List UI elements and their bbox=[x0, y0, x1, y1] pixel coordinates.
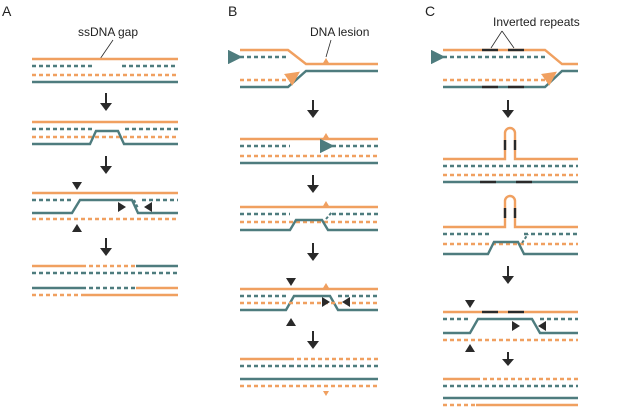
panel-b-step-3 bbox=[240, 201, 378, 232]
panel-letter-c: C bbox=[425, 3, 435, 19]
down-arrow bbox=[100, 238, 112, 256]
down-arrow bbox=[307, 331, 319, 349]
panel-c-step-2 bbox=[443, 126, 578, 184]
down-arrow bbox=[307, 243, 319, 261]
panel-a-step-2 bbox=[32, 120, 178, 146]
lesion-marker-icon bbox=[323, 133, 329, 138]
down-arrow bbox=[307, 100, 319, 118]
lesion-marker-icon bbox=[323, 58, 329, 63]
panel-b-step-4 bbox=[240, 278, 378, 326]
down-arrow bbox=[100, 93, 112, 111]
label-dna-lesion: DNA lesion bbox=[310, 25, 369, 39]
panel-a-step-4 bbox=[32, 264, 178, 297]
label-ssdna-gap: ssDNA gap bbox=[78, 25, 138, 39]
down-arrow bbox=[100, 156, 112, 174]
cut-marker-icon bbox=[322, 297, 330, 307]
panel-letter-b: B bbox=[228, 3, 237, 19]
down-arrow bbox=[502, 266, 514, 284]
label-pointer bbox=[325, 39, 332, 58]
label-inverted-repeats: Inverted repeats bbox=[493, 15, 580, 29]
panel-a-step-3 bbox=[32, 182, 178, 232]
cut-marker-icon bbox=[72, 224, 82, 232]
cut-marker-icon bbox=[465, 300, 475, 308]
cut-marker-icon bbox=[72, 182, 82, 190]
lesion-marker-icon bbox=[323, 201, 329, 206]
down-arrow bbox=[502, 100, 514, 118]
lesion-marker-icon bbox=[323, 283, 329, 288]
cut-marker-icon bbox=[286, 318, 296, 326]
panel-c-step-1 bbox=[431, 48, 578, 89]
panel-b-step-2 bbox=[240, 133, 378, 165]
panel-c-step-4 bbox=[443, 300, 578, 352]
panel-a-step-1 bbox=[32, 57, 178, 84]
label-pointer bbox=[490, 30, 503, 49]
panel-letter-a: A bbox=[2, 3, 12, 19]
label-pointer bbox=[99, 39, 114, 60]
label-pointer bbox=[501, 30, 515, 49]
panel-a: ssDNA gap bbox=[32, 25, 178, 297]
cut-marker-icon bbox=[286, 278, 296, 286]
panel-b: DNA lesion bbox=[228, 25, 378, 396]
cut-marker-icon bbox=[342, 297, 350, 307]
panel-c: Inverted repeats bbox=[431, 15, 580, 407]
panel-b-step-1 bbox=[228, 48, 378, 89]
cut-marker-icon bbox=[538, 321, 546, 331]
down-arrow bbox=[502, 352, 514, 366]
panel-c-step-5 bbox=[443, 377, 578, 407]
panel-c-step-3 bbox=[443, 194, 578, 256]
cut-marker-icon bbox=[512, 321, 520, 331]
panel-b-step-5 bbox=[240, 357, 378, 396]
cut-marker-icon bbox=[144, 202, 152, 212]
cut-marker-icon bbox=[465, 344, 475, 352]
cut-marker-icon bbox=[118, 202, 126, 212]
lesion-marker-icon bbox=[323, 391, 329, 396]
down-arrow bbox=[307, 175, 319, 193]
